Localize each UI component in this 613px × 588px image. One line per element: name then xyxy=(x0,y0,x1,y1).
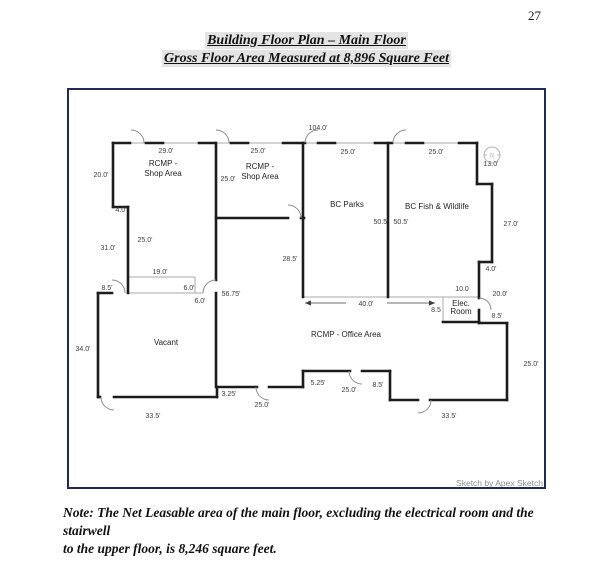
room-label: BC Parks xyxy=(330,200,364,209)
dim-label: 25.0' xyxy=(138,237,153,244)
floorplan-frame: 104.0' 29.0' 25.0' 25.0' 25.0' 13.0' 20.0' RCMP… xyxy=(67,88,546,489)
note-text: Note: The Net Leasable area of the main … xyxy=(63,504,583,558)
dim-label: 25.0' xyxy=(341,149,356,156)
dim-label: 6.0' xyxy=(183,285,194,292)
dim-label: 50.5' xyxy=(394,219,409,226)
dim-label: 27.0' xyxy=(504,221,519,228)
dim-label: 8.5 xyxy=(431,307,441,314)
room-label: RCMP - xyxy=(246,162,275,171)
dim-label: 4.0' xyxy=(115,207,126,214)
dim-label: 33.5' xyxy=(146,413,161,420)
room-label: Shop Area xyxy=(241,172,279,181)
dimension-arrowhead xyxy=(429,300,435,306)
room-label: Elec. xyxy=(452,299,470,308)
dim-label: 3.25' xyxy=(222,391,237,398)
dim-label: 40.0' xyxy=(359,301,374,308)
compass-north-label: N xyxy=(490,154,494,160)
title-block: Building Floor Plan – Main Floor Gross F… xyxy=(0,31,613,67)
dim-label: 8.5' xyxy=(491,313,502,320)
note-line-1: Note: The Net Leasable area of the main … xyxy=(63,505,534,538)
dim-label: 4.0' xyxy=(485,266,496,273)
door-arc xyxy=(417,399,432,414)
dim-label: 25.0' xyxy=(255,402,270,409)
dim-label: 25.0' xyxy=(524,361,539,368)
dim-label: 25.0' xyxy=(221,176,236,183)
dim-label: 6.0' xyxy=(194,298,205,305)
door-arc xyxy=(255,386,270,401)
floorplan-svg: 104.0' 29.0' 25.0' 25.0' 25.0' 13.0' 20.0' RCMP… xyxy=(76,125,544,487)
dim-label: 8.5' xyxy=(372,382,383,389)
door-arc xyxy=(304,129,319,144)
room-label: Vacant xyxy=(154,338,179,347)
dim-label: 19.0' xyxy=(153,269,168,276)
dim-label: 33.5' xyxy=(442,413,457,420)
dim-label: 104.0' xyxy=(309,125,328,132)
door-arc xyxy=(348,370,363,385)
door-arc xyxy=(130,129,145,144)
door-arc xyxy=(392,129,407,144)
page-number: 27 xyxy=(528,8,541,23)
room-label: Shop Area xyxy=(144,169,182,178)
dim-label: 31.0' xyxy=(101,245,116,252)
room-label: Room xyxy=(450,307,472,316)
door-arc xyxy=(215,129,230,144)
room-label: BC Fish & Wildlife xyxy=(405,202,470,211)
dim-label: 5.25' xyxy=(311,380,326,387)
dimension-arrowhead xyxy=(305,300,311,306)
dim-label: 10.0 xyxy=(455,286,469,293)
room-label: RCMP - Office Area xyxy=(311,330,382,339)
dim-label: 20.0' xyxy=(94,172,109,179)
door-arc xyxy=(478,297,492,311)
dim-label: 20.0' xyxy=(493,291,508,298)
page-title: Building Floor Plan – Main Floor xyxy=(205,32,408,49)
sketch-credit: Sketch by Apex Sketch xyxy=(456,478,543,487)
dim-label: 34.0' xyxy=(76,346,91,353)
room-label: RCMP - xyxy=(149,159,178,168)
door-arc xyxy=(202,279,217,294)
door-arc xyxy=(111,279,126,294)
dim-label: 8.5' xyxy=(101,285,112,292)
door-arc xyxy=(100,396,115,411)
dim-label: 50.5' xyxy=(374,219,389,226)
page-subtitle: Gross Floor Area Measured at 8,896 Squar… xyxy=(162,50,451,67)
dim-label: 25.0' xyxy=(251,148,266,155)
door-arc xyxy=(287,204,302,219)
note-line-2: to the upper floor, is 8,246 square feet… xyxy=(63,541,277,556)
dim-label: 56.75' xyxy=(222,291,241,298)
dim-label: 29.0' xyxy=(159,148,174,155)
dim-label: 28.5' xyxy=(283,256,298,263)
dim-label: 25.0' xyxy=(342,387,357,394)
dim-label: 25.0' xyxy=(429,149,444,156)
dim-label: 13.0' xyxy=(484,161,499,168)
